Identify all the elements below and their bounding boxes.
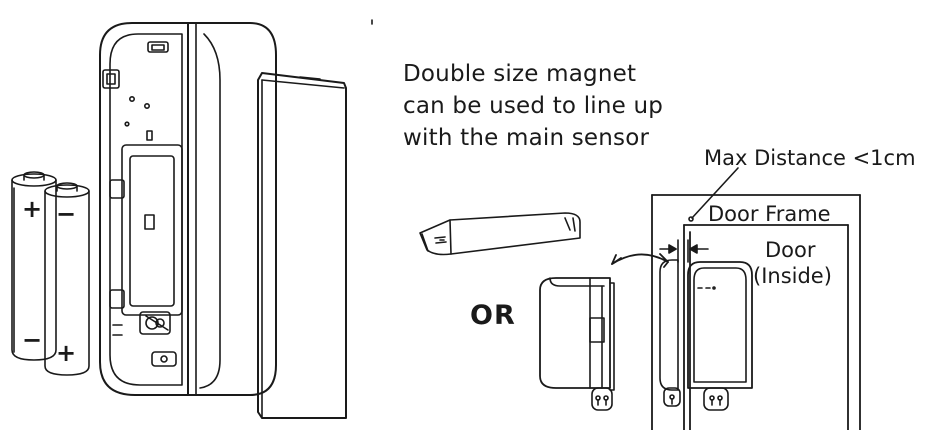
battery-left — [12, 172, 56, 360]
distance-indicator — [660, 168, 738, 262]
caption-line-1: Double size magnet — [403, 61, 637, 87]
battery-sign-left-bottom: − — [22, 326, 43, 354]
mounted-sensor — [660, 260, 752, 410]
magnet-standing — [540, 278, 614, 410]
battery-cover — [258, 73, 346, 418]
battery-sign-left-top: + — [22, 195, 43, 223]
caption-line-3: with the main sensor — [403, 125, 650, 151]
caption-line-2: can be used to line up — [403, 93, 664, 119]
door-frame-label: Door Frame — [708, 202, 831, 226]
sensor-base — [100, 23, 188, 395]
battery-sign-right-bottom: + — [56, 339, 77, 367]
door-inside-label: (Inside) — [753, 264, 832, 288]
max-distance-label: Max Distance <1cm — [704, 146, 916, 170]
battery-sign-right-top: − — [56, 200, 77, 228]
or-label: OR — [470, 300, 516, 331]
door-frame — [652, 195, 860, 430]
sensor-front-housing — [188, 23, 276, 395]
swap-arrow — [612, 254, 668, 267]
door-label: Door — [765, 238, 816, 262]
magnet-lying — [420, 213, 580, 255]
battery-right — [45, 183, 89, 375]
